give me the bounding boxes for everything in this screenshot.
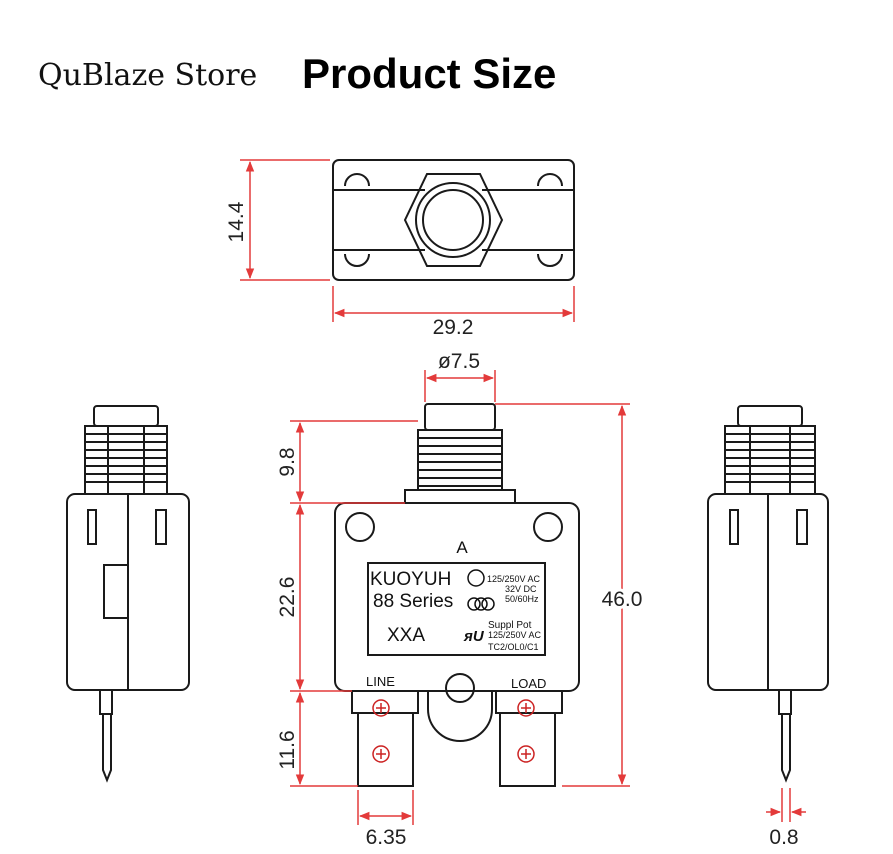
left-side-view <box>66 405 190 783</box>
label-rating-1: 125/250V AC <box>487 574 541 584</box>
label-load: LOAD <box>511 676 546 691</box>
button-diameter-label: ø7.5 <box>438 350 480 373</box>
right-view-dims <box>766 788 806 822</box>
label-rating-2: 32V DC <box>505 584 537 594</box>
label-series: 88 Series <box>373 591 453 612</box>
top-view-dims <box>240 159 575 322</box>
label-suppl-rating: 125/250V AC <box>488 630 542 640</box>
terminal-width-label: 6.35 <box>366 826 407 849</box>
label-letter: A <box>456 538 468 557</box>
terminal-screws <box>372 699 535 763</box>
page-title: Product Size <box>302 50 557 97</box>
body-height-label: 22.6 <box>276 577 299 618</box>
button-height-label: 9.8 <box>276 447 299 476</box>
label-line: LINE <box>366 674 395 689</box>
label-rating-3: 50/60Hz <box>505 594 539 604</box>
label-model: XXA <box>387 625 425 646</box>
right-side-view <box>707 405 829 783</box>
front-view <box>334 403 580 787</box>
top-view <box>332 159 575 281</box>
front-view-dims <box>290 370 630 825</box>
label-codes: TC2/OL0/C1 <box>488 642 539 652</box>
height-top-label: 14.4 <box>225 201 248 242</box>
ul-logo: ᴙU <box>463 628 485 645</box>
cert-marks <box>467 569 495 611</box>
store-name: QuBlaze Store <box>38 58 258 93</box>
total-height-label: 46.0 <box>602 588 643 611</box>
width-top-label: 29.2 <box>433 316 474 339</box>
terminal-height-label: 11.6 <box>276 730 299 769</box>
label-brand: KUOYUH <box>370 569 451 590</box>
label-suppl: Suppl Pot <box>488 620 532 631</box>
terminal-thickness-label: 0.8 <box>769 826 798 849</box>
